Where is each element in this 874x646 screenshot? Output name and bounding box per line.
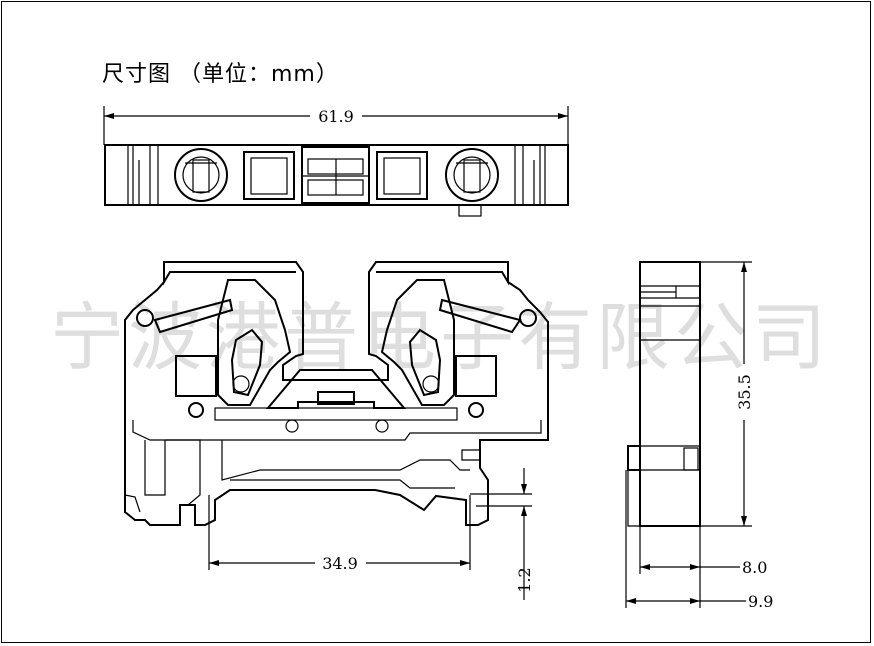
drawing-title: 尺寸图 （单位：mm） — [102, 62, 339, 87]
side-view: 35.5 8.0 9.9 — [625, 261, 773, 611]
dim-rail-offset: 1.2 — [515, 567, 534, 592]
dim-width-inner: 8.0 — [742, 558, 767, 577]
dim-width-outer: 9.9 — [748, 592, 773, 611]
dim-pitch: 34.9 — [322, 554, 358, 573]
top-view: 61.9 — [103, 106, 569, 217]
front-view: 34.9 1.2 — [124, 261, 549, 600]
dim-overall-length: 61.9 — [318, 107, 354, 126]
dim-height: 35.5 — [735, 374, 754, 410]
